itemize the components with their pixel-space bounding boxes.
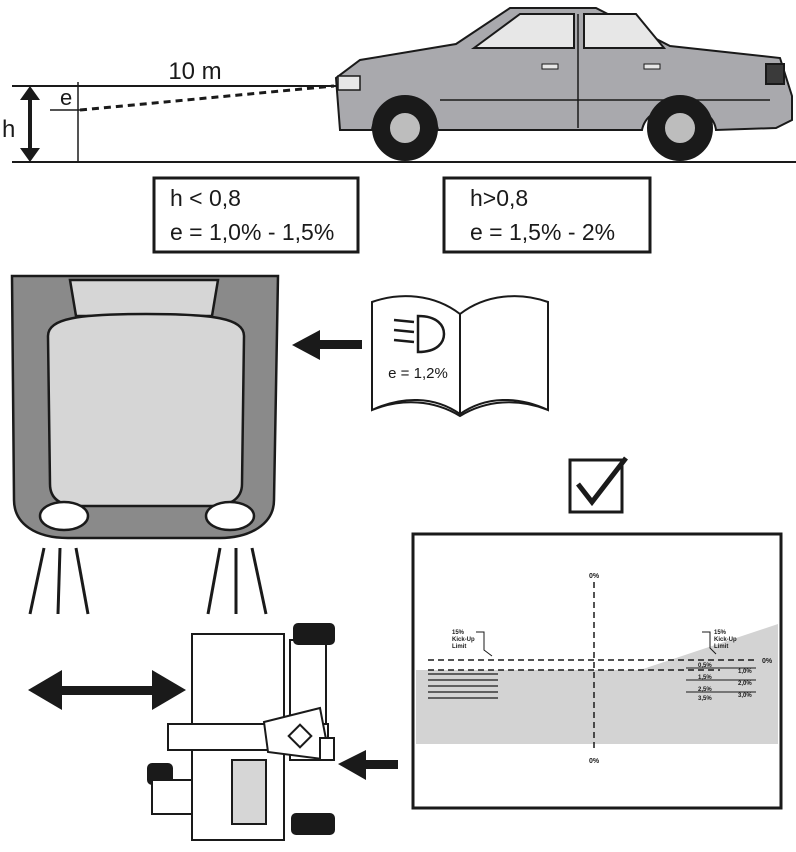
kickup-left-pct: 15% — [452, 630, 465, 636]
manual-left-page — [371, 295, 461, 416]
kickup-left-limit: Limit — [452, 644, 466, 650]
device-wheel-bottom — [291, 813, 335, 835]
screen-beam-shade — [416, 624, 778, 744]
device-optic-diamond — [287, 723, 313, 749]
low-beam-headlamp-icon — [393, 314, 446, 354]
height-arrow-head-up — [20, 86, 40, 100]
scale-label-2-0: 2,0% — [738, 681, 752, 687]
car-rim-rear — [663, 111, 697, 145]
device-base — [151, 779, 193, 815]
rule-high-range: e = 1,5% - 2% — [470, 219, 615, 245]
car-window-rear — [583, 13, 667, 49]
measurement-section — [12, 82, 796, 163]
screen-top-zero: 0% — [589, 573, 600, 580]
car-front-view — [10, 274, 280, 615]
scale-label-3-5: 3,5% — [698, 696, 712, 702]
checkmark-icon — [568, 456, 628, 514]
screen-kickup-bracket-left — [476, 631, 493, 657]
beam-dashed-line — [79, 84, 335, 112]
aiming-device — [147, 623, 335, 841]
offset-label: e — [60, 85, 72, 110]
car-hood — [46, 312, 246, 508]
owner-manual — [371, 295, 549, 418]
device-wheel-top — [293, 623, 335, 645]
screen-left-scale-lines — [428, 673, 498, 699]
screen-kickup-bracket-right — [702, 631, 717, 655]
screen-bottom-zero: 0% — [589, 758, 600, 765]
rule-low-range: e = 1,0% - 1,5% — [170, 219, 334, 245]
car-side-view — [334, 7, 793, 161]
car-window-front — [470, 13, 575, 49]
manual-right-page — [459, 295, 549, 416]
scale-label-2-5: 2,5% — [698, 687, 712, 693]
rule-box-high: h>0,8 e = 1,5% - 2% — [442, 176, 652, 254]
light-rays-right — [206, 547, 268, 615]
kickup-right-limit: Limit — [714, 644, 728, 650]
height-label: h — [2, 116, 15, 143]
movement-arrow — [28, 670, 186, 710]
car-door-handle-rear — [643, 63, 661, 70]
scale-label-0-5: 0,5% — [698, 663, 712, 669]
car-tail-light — [765, 63, 785, 85]
headlamp-left — [38, 500, 90, 532]
car-rim-front — [388, 111, 422, 145]
rule-low-condition: h < 0,8 — [170, 185, 241, 211]
manual-offset-value: e = 1,2% — [388, 365, 448, 382]
scale-label-3-0: 3,0% — [738, 693, 752, 699]
distance-label: 10 m — [168, 58, 221, 85]
kickup-right-pct: 15% — [714, 630, 727, 636]
height-arrow-head-down — [20, 148, 40, 162]
arrow-to-car — [292, 330, 362, 360]
rule-box-low: h < 0,8 e = 1,0% - 1,5% — [152, 176, 360, 254]
light-rays-left — [28, 547, 90, 615]
screen-right-zero: 0% — [762, 658, 773, 665]
screen-right-scale-lines — [686, 667, 756, 693]
arrow-to-device — [338, 750, 398, 780]
car-headlamp — [337, 75, 361, 91]
car-door-handle-front — [541, 63, 559, 70]
device-screen-panel — [231, 759, 267, 825]
kickup-right-label: Kick-Up — [714, 637, 737, 643]
scale-label-1-5: 1,5% — [698, 675, 712, 681]
headlamp-right — [204, 500, 256, 532]
manual-cover-bottom — [371, 401, 549, 418]
scale-label-1-0: 1,0% — [738, 669, 752, 675]
rule-high-condition: h>0,8 — [470, 185, 528, 211]
device-lens — [319, 737, 335, 761]
kickup-left-label: Kick-Up — [452, 637, 475, 643]
car-windshield — [68, 278, 220, 318]
aiming-screen — [411, 532, 783, 810]
